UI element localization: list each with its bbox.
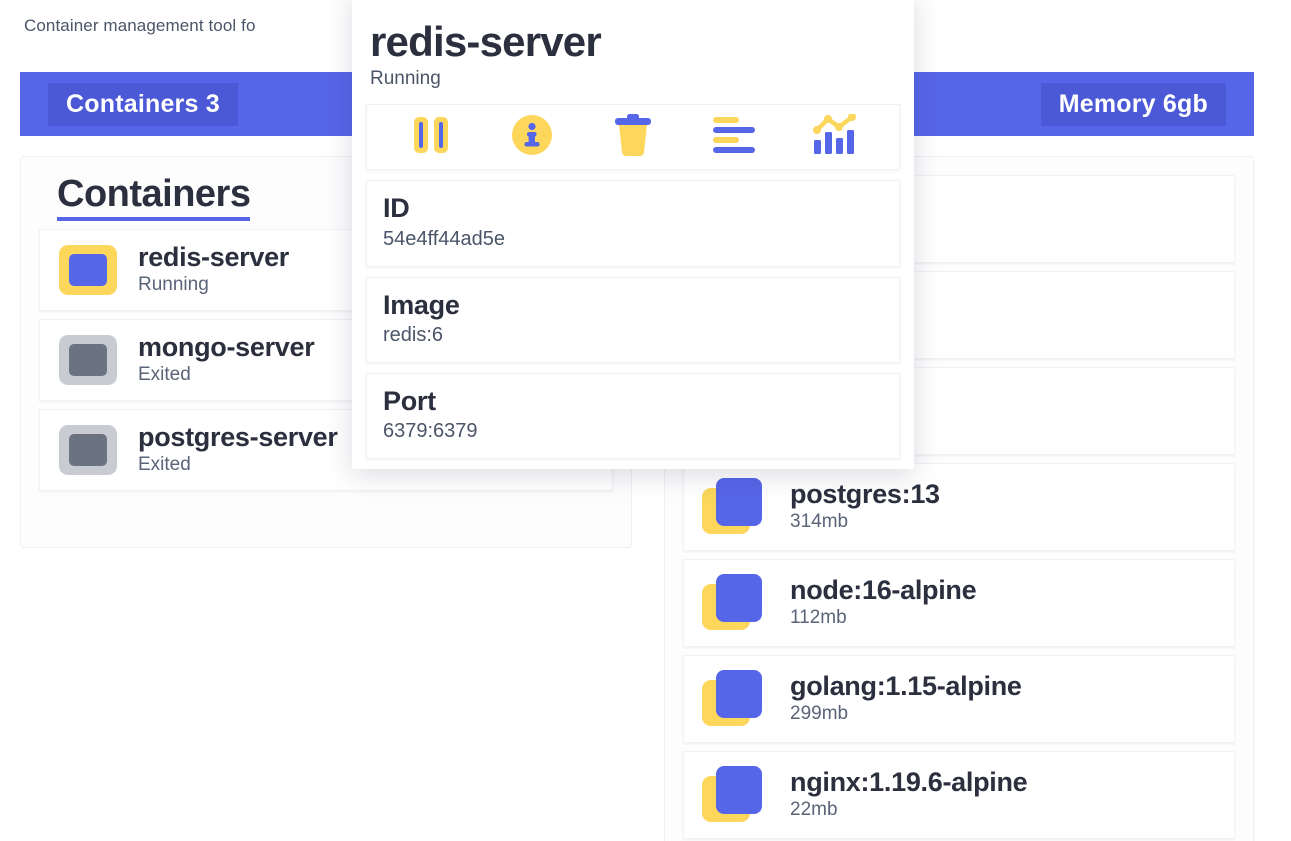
container-detail-modal: redis-server Running bbox=[352, 0, 914, 470]
modal-status: Running bbox=[370, 68, 441, 90]
image-row-golang-115-alpine[interactable]: golang:1.15-alpine 299mb bbox=[683, 655, 1235, 743]
pause-button[interactable] bbox=[403, 114, 459, 160]
containers-panel-title: Containers bbox=[57, 174, 251, 221]
pause-icon bbox=[412, 115, 450, 160]
logs-button[interactable] bbox=[706, 114, 762, 160]
stat-chip-containers: Containers 3 bbox=[48, 82, 238, 126]
image-stack-icon bbox=[700, 668, 772, 730]
modal-field-port: Port 6379:6379 bbox=[366, 373, 900, 460]
logs-icon bbox=[711, 115, 757, 160]
field-value: 6379:6379 bbox=[383, 420, 478, 443]
image-row-postgres-13[interactable]: postgres:13 314mb bbox=[683, 463, 1235, 551]
image-stack-icon bbox=[700, 764, 772, 826]
field-value: redis:6 bbox=[383, 324, 444, 347]
container-status-icon bbox=[56, 242, 120, 298]
stat-chip-memory: Memory 6gb bbox=[1040, 82, 1226, 126]
image-name: nginx:1.19.6-alpine bbox=[790, 766, 1028, 797]
container-status: Exited bbox=[138, 454, 191, 476]
container-status-icon bbox=[56, 422, 120, 478]
info-icon bbox=[511, 114, 553, 161]
container-status: Running bbox=[138, 274, 209, 296]
container-name: redis-server bbox=[138, 241, 290, 272]
container-status: Exited bbox=[138, 364, 191, 386]
modal-field-id: ID 54e4ff44ad5e bbox=[366, 180, 900, 267]
field-value: 54e4ff44ad5e bbox=[383, 227, 505, 250]
image-row-node-16-alpine[interactable]: node:16-alpine 112mb bbox=[683, 559, 1235, 647]
modal-title: redis-server bbox=[370, 18, 602, 65]
field-label: Port bbox=[383, 386, 436, 417]
delete-button[interactable] bbox=[605, 113, 661, 162]
image-size: 112mb bbox=[790, 607, 847, 629]
modal-field-image: Image redis:6 bbox=[366, 276, 900, 364]
trash-icon bbox=[612, 113, 654, 162]
stats-button[interactable] bbox=[807, 112, 863, 161]
container-name: postgres-server bbox=[138, 421, 338, 452]
field-label: Image bbox=[383, 289, 460, 320]
info-button[interactable] bbox=[504, 114, 560, 160]
stats-chart-icon bbox=[811, 112, 859, 161]
image-name: postgres:13 bbox=[790, 478, 940, 509]
field-label: ID bbox=[383, 193, 410, 224]
image-stack-icon bbox=[700, 476, 772, 538]
container-name: mongo-server bbox=[138, 331, 315, 362]
modal-action-bar bbox=[366, 104, 900, 171]
image-name: golang:1.15-alpine bbox=[790, 670, 1022, 701]
image-size: 314mb bbox=[790, 511, 849, 533]
image-size: 299mb bbox=[790, 703, 849, 725]
image-size: 22mb bbox=[790, 799, 838, 821]
image-stack-icon bbox=[700, 572, 772, 634]
image-row-nginx-1196-alpine[interactable]: nginx:1.19.6-alpine 22mb bbox=[683, 751, 1235, 839]
image-name: node:16-alpine bbox=[790, 574, 977, 605]
container-status-icon bbox=[56, 332, 120, 388]
app-subtitle: Container management tool fo bbox=[24, 16, 256, 35]
